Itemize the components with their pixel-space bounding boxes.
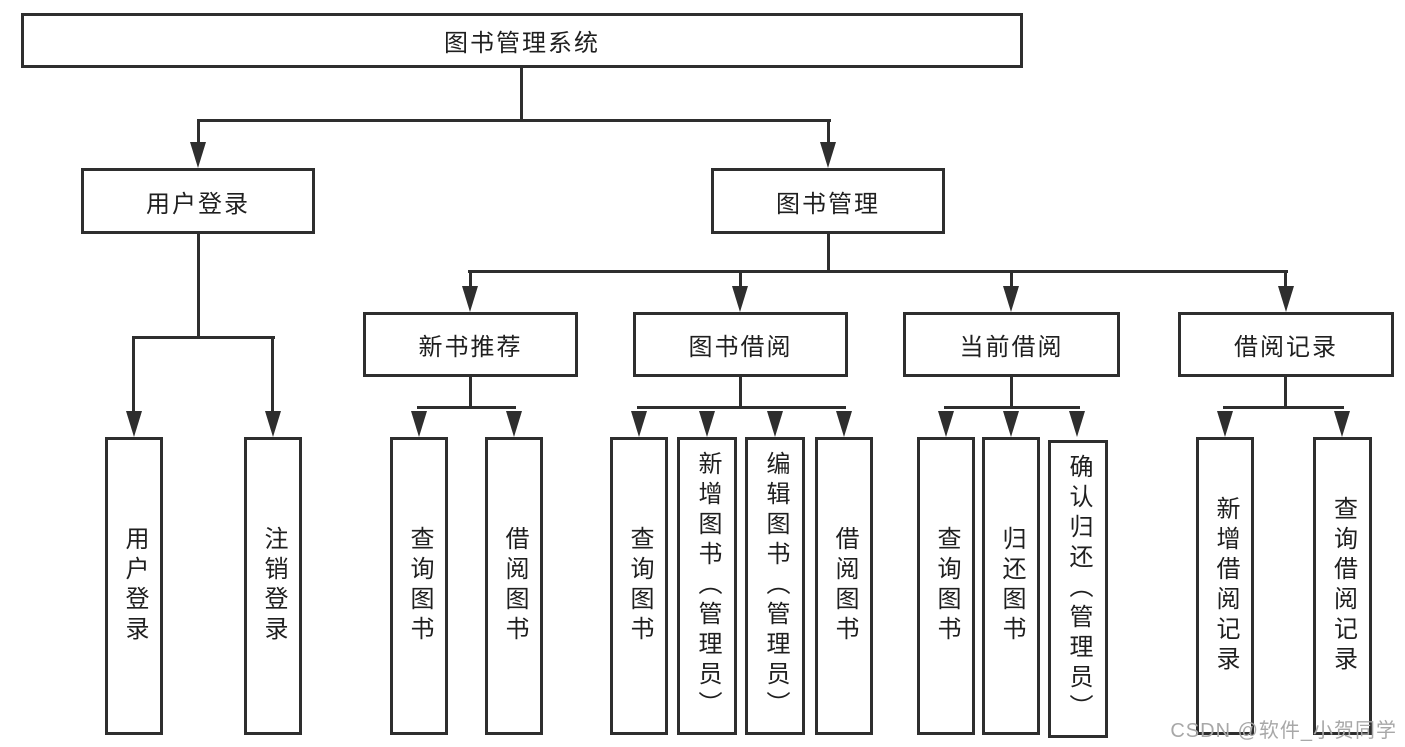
connector-line — [739, 377, 742, 408]
node-new-book-recommend-label: 新书推荐 — [418, 334, 523, 361]
arrow-down-icon — [506, 411, 522, 437]
arrow-down-icon — [836, 411, 852, 437]
connector-line — [1284, 377, 1287, 408]
connector-line — [197, 234, 200, 336]
connector-line — [739, 273, 742, 288]
leaf-query-books-current: 查询图书 — [917, 437, 975, 735]
leaf-return-books-label: 归还图书 — [998, 526, 1025, 646]
connector-line — [1010, 273, 1013, 288]
connector-line — [132, 336, 275, 339]
node-user-login-label: 用户登录 — [146, 190, 250, 218]
connector-line — [469, 273, 472, 288]
leaf-query-books-current-label: 查询图书 — [933, 526, 960, 646]
leaf-return-books: 归还图书 — [982, 437, 1040, 735]
leaf-add-borrow-record-label: 新增借阅记录 — [1212, 496, 1239, 676]
connector-line — [520, 68, 523, 119]
leaf-add-book-admin: 新增图书（管理员） — [677, 437, 737, 735]
leaf-user-login: 用户登录 — [105, 437, 163, 735]
node-current-borrow-label: 当前借阅 — [959, 334, 1064, 361]
csdn-watermark: CSDN @软件_小贺同学 — [1170, 720, 1397, 742]
leaf-borrow-books-recommend: 借阅图书 — [485, 437, 543, 735]
arrow-down-icon — [938, 411, 954, 437]
connector-line — [271, 336, 274, 414]
leaf-edit-book-admin-label: 编辑图书（管理员） — [762, 451, 789, 721]
node-new-book-recommend: 新书推荐 — [363, 312, 578, 377]
connector-line — [469, 377, 472, 408]
arrow-down-icon — [1278, 286, 1294, 312]
node-book-management-label: 图书管理 — [776, 190, 880, 218]
leaf-add-book-admin-label: 新增图书（管理员） — [694, 451, 721, 721]
arrow-down-icon — [631, 411, 647, 437]
leaf-borrow-books-recommend-label: 借阅图书 — [501, 526, 528, 646]
leaf-query-books-recommend: 查询图书 — [390, 437, 448, 735]
leaf-confirm-return-admin: 确认归还（管理员） — [1048, 440, 1108, 738]
arrow-down-icon — [1334, 411, 1350, 437]
node-root-label: 图书管理系统 — [444, 30, 600, 57]
connector-line — [197, 119, 831, 122]
node-user-login: 用户登录 — [81, 168, 315, 234]
connector-line — [1284, 273, 1287, 288]
leaf-user-login-label: 用户登录 — [121, 526, 148, 646]
node-book-borrow-label: 图书借阅 — [688, 334, 793, 361]
leaf-query-borrow-record-label: 查询借阅记录 — [1329, 496, 1357, 676]
arrow-down-icon — [732, 286, 748, 312]
arrow-down-icon — [265, 411, 281, 437]
leaf-logout-label: 注销登录 — [260, 526, 287, 646]
arrow-down-icon — [699, 411, 715, 437]
arrow-down-icon — [820, 142, 836, 168]
arrow-down-icon — [190, 142, 206, 168]
arrow-down-icon — [411, 411, 427, 437]
leaf-query-books-recommend-label: 查询图书 — [406, 526, 433, 646]
leaf-borrow-books: 借阅图书 — [815, 437, 873, 735]
connector-line — [1223, 406, 1344, 409]
arrow-down-icon — [1217, 411, 1233, 437]
connector-line — [827, 119, 830, 145]
connector-line — [637, 406, 846, 409]
leaf-confirm-return-admin-label: 确认归还（管理员） — [1065, 454, 1092, 724]
leaf-borrow-books-label: 借阅图书 — [831, 526, 858, 646]
node-borrow-records-label: 借阅记录 — [1234, 334, 1338, 361]
arrow-down-icon — [126, 411, 142, 437]
node-root: 图书管理系统 — [21, 13, 1023, 68]
leaf-logout: 注销登录 — [244, 437, 302, 735]
leaf-edit-book-admin: 编辑图书（管理员） — [745, 437, 805, 735]
arrow-down-icon — [1003, 411, 1019, 437]
connector-line — [132, 336, 135, 414]
leaf-add-borrow-record: 新增借阅记录 — [1196, 437, 1254, 735]
leaf-query-borrow-record: 查询借阅记录 — [1313, 437, 1372, 735]
node-borrow-records: 借阅记录 — [1178, 312, 1394, 377]
arrow-down-icon — [462, 286, 478, 312]
connector-line — [468, 270, 1288, 273]
leaf-query-books-borrow: 查询图书 — [610, 437, 668, 735]
node-current-borrow: 当前借阅 — [903, 312, 1120, 377]
arrow-down-icon — [767, 411, 783, 437]
arrow-down-icon — [1003, 286, 1019, 312]
connector-line — [944, 406, 1080, 409]
connector-line — [827, 234, 830, 273]
node-book-management: 图书管理 — [711, 168, 945, 234]
leaf-query-books-borrow-label: 查询图书 — [626, 526, 653, 646]
node-book-borrow: 图书借阅 — [633, 312, 848, 377]
connector-line — [1010, 377, 1013, 408]
connector-line — [197, 119, 200, 145]
connector-line — [417, 406, 516, 409]
arrow-down-icon — [1069, 411, 1085, 437]
